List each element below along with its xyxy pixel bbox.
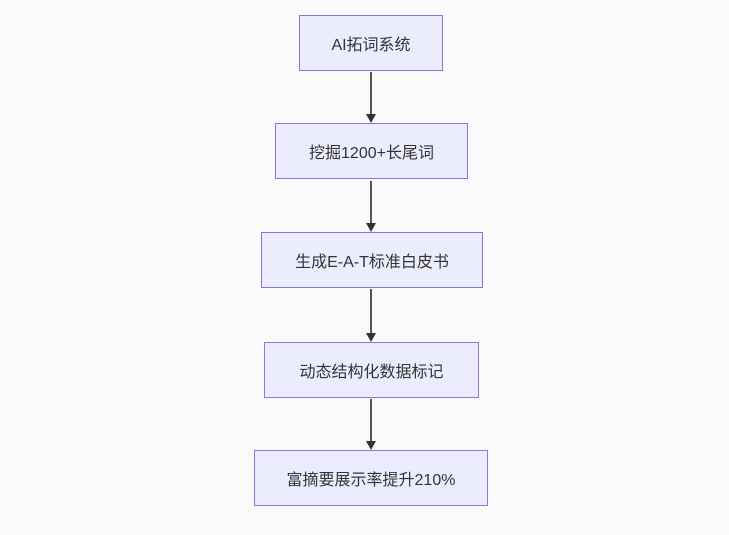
arrowhead-down-icon: [366, 333, 376, 342]
flow-node-label: 生成E-A-T标准白皮书: [295, 254, 449, 271]
flow-arrow-1: [365, 72, 377, 123]
flow-node-label: 动态结构化数据标记: [299, 364, 444, 381]
arrowhead-down-icon: [366, 223, 376, 232]
flow-arrow-4: [365, 399, 377, 450]
flow-node-longtail-mining: 挖掘1200+长尾词: [275, 123, 468, 179]
arrow-line: [370, 399, 372, 443]
flow-node-rich-snippet-result: 富摘要展示率提升210%: [254, 450, 488, 506]
flow-arrow-2: [365, 181, 377, 232]
flow-node-label: AI拓词系统: [331, 37, 411, 54]
flow-node-structured-data-markup: 动态结构化数据标记: [264, 342, 479, 398]
flow-arrow-3: [365, 289, 377, 342]
arrow-line: [370, 289, 372, 335]
flow-node-label: 挖掘1200+长尾词: [309, 145, 434, 162]
flow-node-label: 富摘要展示率提升210%: [286, 472, 456, 489]
flow-node-eat-whitepaper: 生成E-A-T标准白皮书: [261, 232, 483, 288]
arrow-line: [370, 72, 372, 116]
arrowhead-down-icon: [366, 441, 376, 450]
arrowhead-down-icon: [366, 114, 376, 123]
arrow-line: [370, 181, 372, 225]
flow-node-ai-keyword-system: AI拓词系统: [299, 15, 443, 71]
